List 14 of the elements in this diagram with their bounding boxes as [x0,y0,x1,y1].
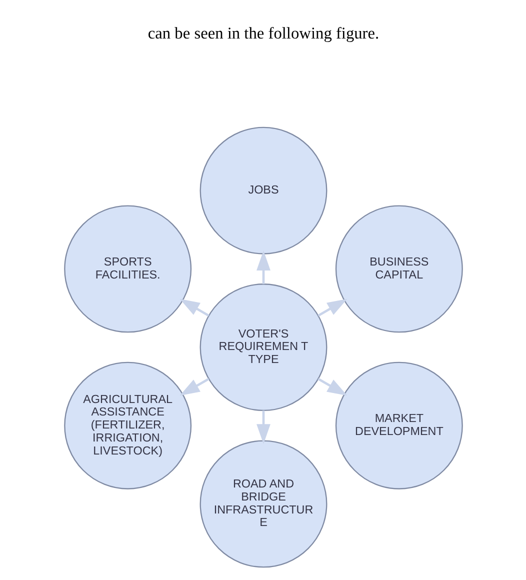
arrow [179,298,209,317]
node-circle: BUSINESS CAPITAL [334,205,462,333]
arrow [317,298,347,317]
node-circle: MARKET DEVELOPMENT [334,362,462,490]
node-circle: SPORTS FACILITIES. [64,205,192,333]
arrow [256,250,270,284]
arrow [256,410,270,444]
node-circle: VOTER'S REQUIREMEN T TYPE [199,284,327,412]
label: can be seen in the following figure. [147,23,379,42]
node-circle: AGRICULTURAL ASSISTANCE (FERTILIZER, IRRIGATION, LIVESTOCK) [64,362,192,490]
node-circle: JOBS [199,126,327,254]
arrow [317,378,347,396]
arrow [179,378,209,396]
node-circle: ROAD AND BRIDGE INFRASTRUCTUR E [199,440,327,568]
